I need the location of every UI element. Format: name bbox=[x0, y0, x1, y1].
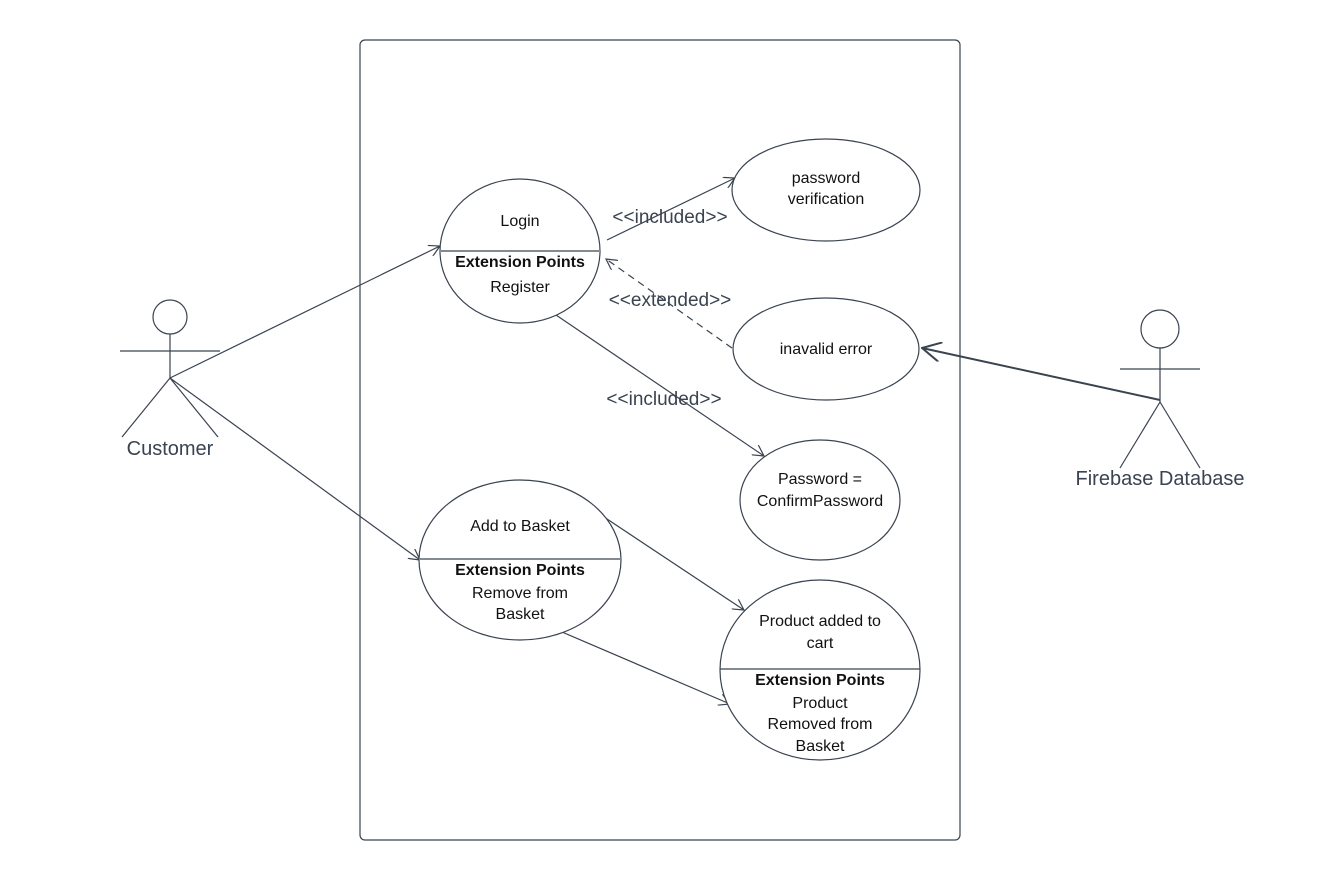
firebase-label: Firebase Database bbox=[1076, 468, 1245, 490]
firebase-actor[interactable] bbox=[1119, 309, 1201, 469]
included-label-2: <<included>> bbox=[606, 389, 721, 410]
use-case-product-added[interactable]: Product added to cart Extension Points P… bbox=[719, 579, 921, 761]
extended-label: <<extended>> bbox=[609, 290, 732, 311]
product-added-line2: cart bbox=[807, 635, 834, 652]
password-confirm-line1: Password = bbox=[778, 471, 862, 488]
product-added-extension-header: Extension Points bbox=[755, 672, 885, 689]
password-verification-line1: password bbox=[792, 170, 860, 187]
include-login-password-confirm bbox=[555, 314, 764, 456]
password-confirm-line2: ConfirmPassword bbox=[757, 493, 883, 510]
association-customer-add-to-basket bbox=[169, 377, 420, 560]
association-firebase-invalid-error bbox=[922, 348, 1161, 401]
product-added-extension-line2: Removed from bbox=[768, 716, 873, 733]
customer-label: Customer bbox=[127, 438, 214, 460]
add-to-basket-extension-header: Extension Points bbox=[455, 562, 585, 579]
add-to-basket-title: Add to Basket bbox=[470, 518, 570, 535]
included-label-1: <<included>> bbox=[612, 207, 727, 228]
customer-actor[interactable] bbox=[120, 299, 220, 438]
relation-basket-product-top bbox=[603, 516, 744, 610]
product-added-line1: Product added to bbox=[759, 613, 881, 630]
include-login-password-verification bbox=[606, 178, 735, 241]
extend-invalid-error-login bbox=[606, 259, 733, 349]
use-case-login[interactable]: Login Extension Points Register bbox=[439, 178, 601, 324]
product-added-extension-line1: Product bbox=[792, 695, 848, 712]
relation-basket-product-bottom bbox=[561, 631, 730, 704]
use-case-invalid-error[interactable]: inavalid error bbox=[732, 297, 920, 401]
use-case-password-verification[interactable]: password verification bbox=[731, 138, 921, 242]
product-added-extension-line3: Basket bbox=[796, 738, 845, 755]
password-verification-line2: verification bbox=[788, 191, 864, 208]
use-case-password-confirm[interactable]: Password = ConfirmPassword bbox=[739, 439, 901, 561]
login-title: Login bbox=[500, 213, 539, 230]
add-to-basket-extension-line1: Remove from bbox=[472, 585, 568, 602]
invalid-error-title: inavalid error bbox=[780, 341, 873, 358]
use-case-add-to-basket[interactable]: Add to Basket Extension Points Remove fr… bbox=[418, 479, 622, 641]
login-extension-item: Register bbox=[490, 279, 550, 296]
login-extension-header: Extension Points bbox=[455, 254, 585, 271]
system-boundary bbox=[359, 39, 961, 841]
add-to-basket-extension-line2: Basket bbox=[496, 606, 545, 623]
association-customer-login bbox=[169, 246, 440, 379]
